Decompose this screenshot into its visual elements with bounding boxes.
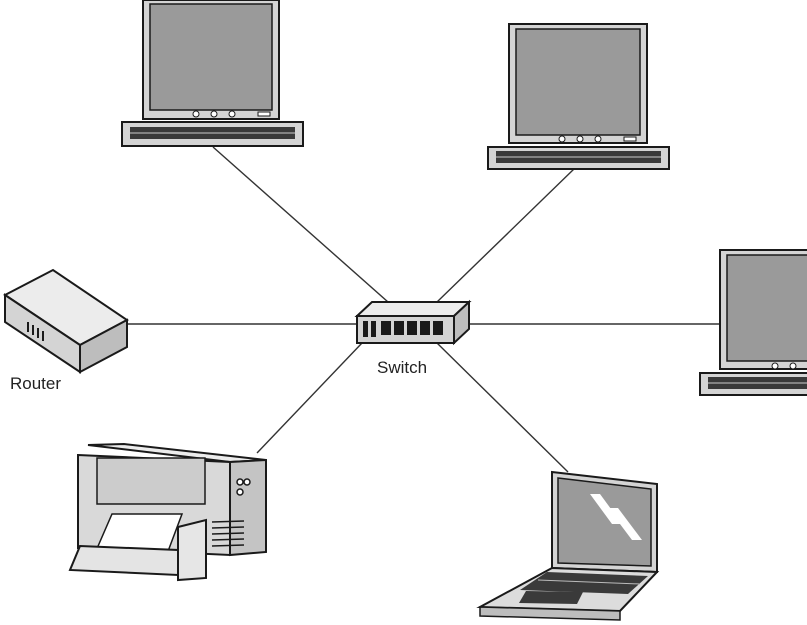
desktop-monitor-icon: [487, 23, 670, 170]
connection-lines: [127, 146, 722, 473]
switch-label: Switch: [377, 358, 428, 377]
desktop-monitor-icon: [699, 249, 807, 396]
router-icon: [3, 268, 129, 374]
network-switch-icon: [354, 299, 472, 346]
link-desktop-top-left: [212, 146, 389, 303]
laptop-icon: [476, 470, 660, 621]
link-desktop-top-right: [436, 167, 576, 303]
router-label: Router: [10, 374, 62, 393]
link-laptop: [436, 342, 569, 473]
desktop-monitor-icon: [121, 0, 304, 147]
printer-icon: [68, 442, 267, 582]
link-printer: [256, 342, 363, 454]
